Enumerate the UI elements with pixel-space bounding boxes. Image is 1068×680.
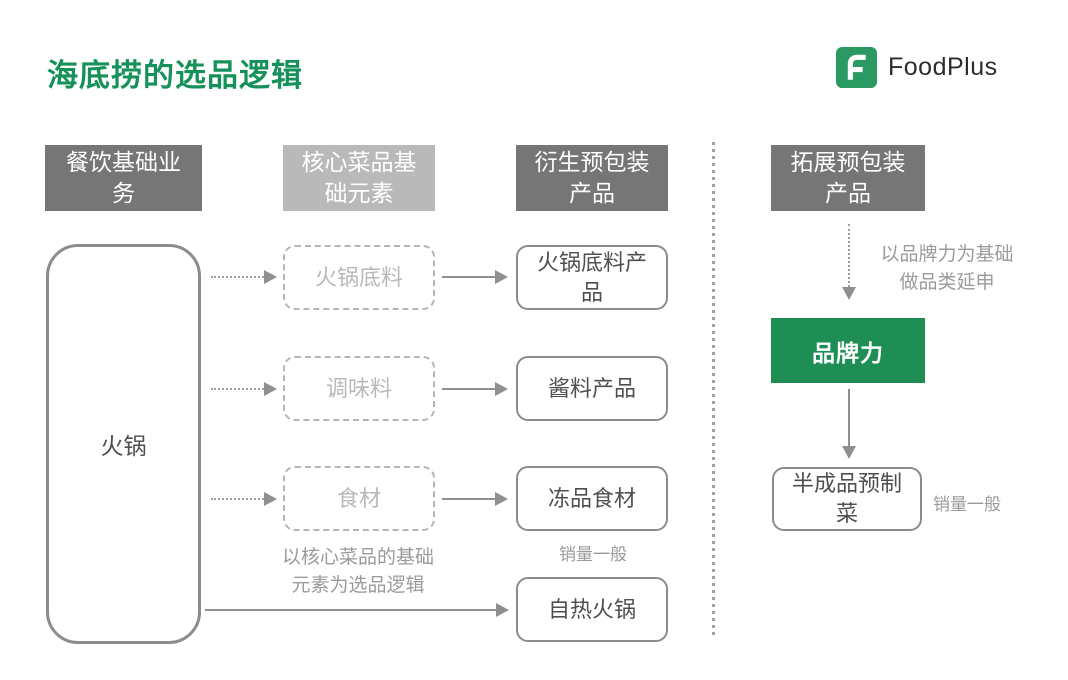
arrow-hotpot-to-soup-base [211,269,277,285]
section-divider [712,142,715,638]
arrowhead-icon [264,270,277,284]
arrow-line [442,276,495,278]
arrow-line [848,389,850,446]
node-hotpot: 火锅 [46,244,201,644]
arrow-line [211,498,264,500]
arrow-line [442,498,495,500]
column-header-base-business: 餐饮基础业务 [45,145,202,211]
node-precooked-dish: 半成品预制菜 [772,467,922,531]
brand-logo: FoodPlus [836,47,998,88]
arrowhead-icon [842,287,856,300]
page-title: 海底捞的选品逻辑 [47,58,303,93]
note-selection-logic: 以核心菜品的基础元素为选品逻辑 [281,547,434,596]
node-hotpot-label: 火锅 [100,433,147,459]
arrow-brand-power-to-precooked [841,389,857,459]
arrow-line [848,224,850,287]
node-brand-power-label: 品牌力 [812,339,884,366]
column-header-core-elements: 核心菜品基础元素 [283,145,435,211]
arrow-hotpot-to-self-heating [205,602,509,618]
node-sauce-product: 酱料产品 [516,356,668,421]
arrowhead-icon [842,446,856,459]
note-precooked-sales: 销量一般 [933,495,1001,514]
column-header-extended-products: 拓展预包装产品 [771,145,925,211]
note-frozen-sales: 销量一般 [559,545,627,564]
note-brand-extension: 以品牌力为基础做品类延申 [880,244,1014,293]
node-ingredient: 食材 [283,466,435,531]
arrow-soup-base-to-product [442,269,508,285]
arrow-seasoning-to-product [442,381,508,397]
arrowhead-icon [496,603,509,617]
arrow-line [442,388,495,390]
arrow-line [211,388,264,390]
arrowhead-icon [264,492,277,506]
arrowhead-icon [495,270,508,284]
node-seasoning: 调味料 [283,356,435,421]
arrowhead-icon [495,382,508,396]
node-self-heating-hotpot: 自热火锅 [516,577,668,642]
node-soup-base: 火锅底料 [283,245,435,310]
arrowhead-icon [495,492,508,506]
arrow-hotpot-to-ingredient [211,491,277,507]
foodplus-logo-icon [836,47,877,88]
node-frozen-food: 冻品食材 [516,466,668,531]
arrow-hotpot-to-seasoning [211,381,277,397]
node-brand-power: 品牌力 [771,318,925,383]
column-header-derived-products: 衍生预包装产品 [516,145,668,211]
brand-name: FoodPlus [888,53,998,81]
arrow-line [211,276,264,278]
arrow-ingredient-to-product [442,491,508,507]
node-soup-base-product: 火锅底料产品 [516,245,668,310]
arrowhead-icon [264,382,277,396]
arrow-line [205,609,496,611]
arrow-header-to-brand-power [841,224,857,300]
